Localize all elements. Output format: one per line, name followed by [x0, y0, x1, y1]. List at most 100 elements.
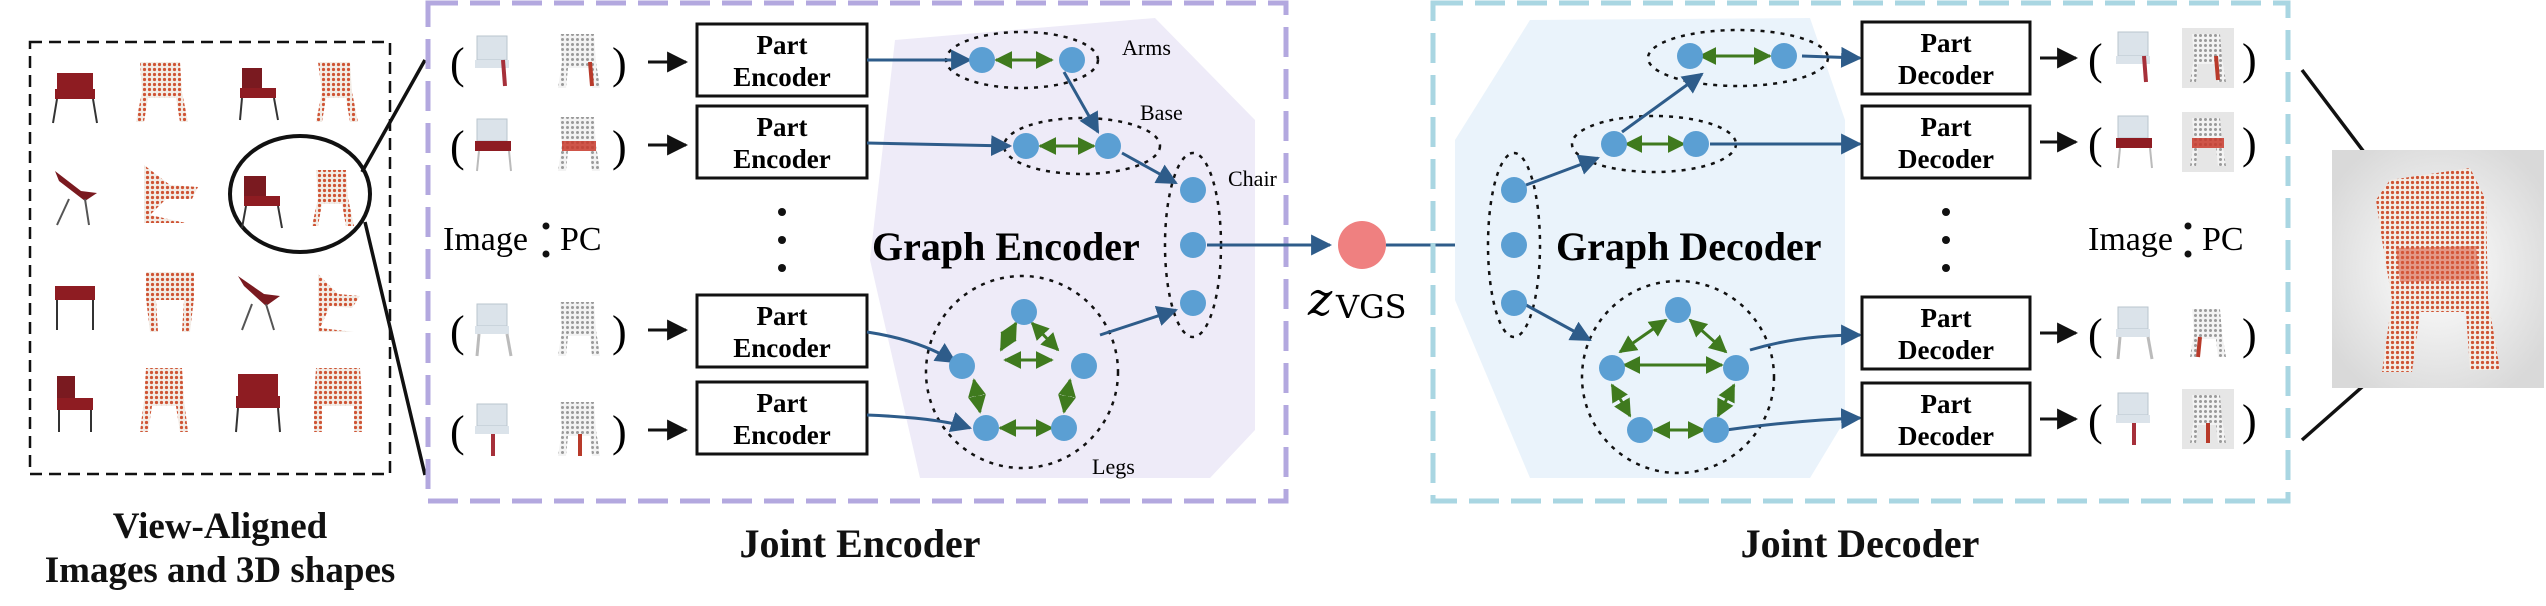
view-aligned-caption: View-Aligned Images and 3D shapes: [0, 505, 440, 593]
part-decoder-box: Part Decoder: [1860, 381, 2032, 457]
modality-image-label: Image: [2088, 221, 2173, 258]
part-encoder-box: Part Encoder: [695, 104, 869, 180]
chair-image-thumb: [57, 376, 93, 432]
pointcloud-chair-thumb: [312, 170, 354, 226]
caption-line: View-Aligned: [112, 506, 328, 547]
svg-text:): ): [612, 122, 627, 171]
highlight-ellipse: [228, 134, 372, 254]
svg-text:(: (: [2088, 310, 2103, 359]
chair-image-thumb: [241, 176, 283, 229]
svg-text:(: (: [450, 122, 465, 171]
svg-text:): ): [612, 307, 627, 356]
pointcloud-chair-thumb: [558, 302, 600, 356]
svg-text:): ): [612, 39, 627, 88]
modality-image-label: Image: [443, 221, 528, 258]
part-decoder-label: Part: [1921, 303, 1972, 333]
part-decoder-boxes: Part Decoder Part Decoder Part Decoder P…: [1860, 20, 2032, 457]
part-decoder-label: Part: [1921, 389, 1972, 419]
graph-encoder: Arms Base Chair Legs: [866, 30, 1278, 479]
decoder-graph-nodes: [1501, 43, 1797, 443]
chair-image-thumb: [55, 171, 97, 226]
part-decoder-label: Decoder: [1898, 421, 1994, 451]
pointcloud-chair-thumb: [314, 368, 362, 432]
reconstructed-pointcloud-render: [2332, 150, 2544, 388]
base-label: Base: [1140, 100, 1183, 125]
input-pair-base: ( ): [450, 117, 689, 172]
svg-text:(: (: [450, 307, 465, 356]
modality-pc-label: PC: [2202, 221, 2244, 258]
svg-text:(: (: [450, 407, 465, 456]
graph-encoder-label: Graph Encoder: [872, 224, 1140, 269]
output-pair-arms: ( ): [2040, 28, 2257, 88]
input-pair-leg1: ( ): [450, 302, 689, 357]
part-decoder-label: Part: [1921, 28, 1972, 58]
encoder-input-rows: ( ) ( ) Image: [443, 34, 689, 456]
part-decoder-label: Decoder: [1898, 60, 1994, 90]
input-pair-leg2: ( ): [450, 402, 689, 456]
graph-nodes: [949, 47, 1206, 441]
part-encoder-box: Part Encoder: [695, 293, 869, 369]
chair-image-thumb: [2116, 115, 2153, 169]
ellipsis-dots: [1942, 208, 1950, 272]
chair-image-thumb: [475, 303, 513, 357]
part-encoder-label: Part: [757, 112, 808, 142]
joint-decoder-caption: Joint Decoder: [1740, 521, 1980, 566]
svg-text:(: (: [2088, 396, 2103, 445]
pointcloud-chair-thumb: [144, 165, 198, 223]
pointcloud-chair-thumb: [146, 272, 194, 332]
chair-image-thumb: [2116, 31, 2150, 83]
pointcloud-chair-thumb: [558, 402, 600, 456]
pointcloud-chair-thumb: [558, 34, 600, 88]
decoder-chair-group: [1486, 151, 1542, 339]
graph-decoder-label: Graph Decoder: [1556, 224, 1822, 269]
zoom-line: [363, 221, 427, 476]
modality-label: Image PC: [443, 221, 602, 258]
part-encoder-box: Part Encoder: [695, 380, 869, 456]
zoom-line: [360, 59, 427, 173]
pointcloud-chair-thumb: [318, 274, 360, 332]
chair-image-thumb: [475, 35, 509, 87]
decoder-legs-group: [1580, 279, 1776, 475]
pointcloud-chair-thumb: [2182, 112, 2234, 172]
part-decoder-label: Decoder: [1898, 335, 1994, 365]
part-encoder-label: Encoder: [733, 333, 831, 363]
chair-image-thumb: [475, 403, 509, 456]
pointcloud-chair-thumb: [2182, 389, 2234, 449]
part-decoder-label: Part: [1921, 112, 1972, 142]
part-encoder-label: Encoder: [733, 420, 831, 450]
pointcloud-chair-thumb: [136, 62, 188, 122]
chair-image-thumb: [55, 286, 95, 330]
pointcloud-chair-thumb: [140, 368, 188, 432]
arms-label: Arms: [1122, 35, 1171, 60]
decoder-output-rows: ( ) ( ): [2040, 28, 2257, 449]
part-encoder-label: Encoder: [733, 144, 831, 174]
part-encoder-label: Part: [757, 388, 808, 418]
svg-text:): ): [2242, 35, 2257, 84]
pointcloud-chair-thumb: [2182, 28, 2234, 88]
chair-image-thumb: [2116, 306, 2154, 360]
part-decoder-box: Part Decoder: [1860, 20, 2032, 96]
part-decoder-box: Part Decoder: [1860, 295, 2032, 371]
latent-subscript: VGS: [1335, 288, 1407, 326]
caption-line: Images and 3D shapes: [44, 550, 396, 591]
part-encoder-label: Part: [757, 30, 808, 60]
part-encoder-box: Part Encoder: [695, 22, 869, 98]
chair-image-thumb: [238, 276, 280, 331]
pointcloud-chair-thumb: [2190, 309, 2226, 358]
modality-pc-label: PC: [560, 221, 602, 258]
part-decoder-box: Part Decoder: [1860, 104, 2032, 180]
part-encoder-label: Encoder: [733, 62, 831, 92]
input-pair-arms: ( ): [450, 34, 689, 88]
ellipsis-dots: [778, 208, 786, 272]
zoom-line: [2300, 68, 2372, 162]
svg-text:): ): [2242, 310, 2257, 359]
latent-node: [1338, 221, 1386, 269]
output-pair-leg2: ( ): [2040, 389, 2257, 449]
svg-text:(: (: [450, 39, 465, 88]
part-decoder-label: Decoder: [1898, 144, 1994, 174]
svg-text:(: (: [2088, 119, 2103, 168]
output-pair-base: ( ): [2040, 112, 2257, 172]
chair-label: Chair: [1228, 166, 1278, 191]
legs-group: [924, 274, 1120, 470]
